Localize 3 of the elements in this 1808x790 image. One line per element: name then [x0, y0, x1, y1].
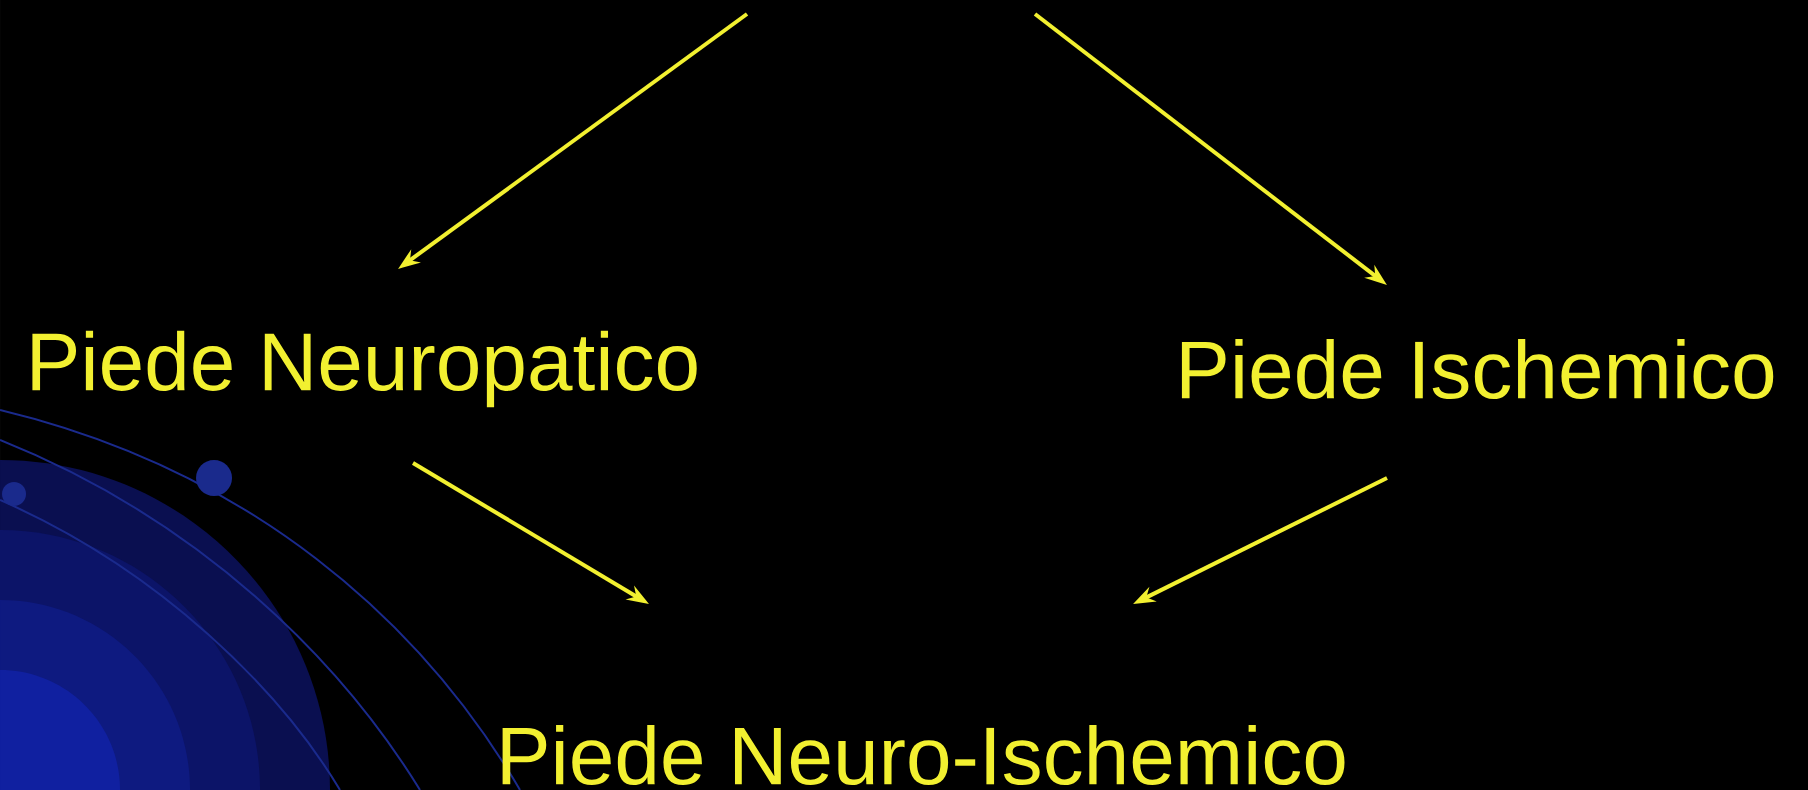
node-label: Piede Neuropatico	[32, 330, 697, 408]
node-label: Piede Neuro-Ischemico	[502, 724, 1345, 786]
node-label: Piede Ischemico	[1181, 338, 1774, 400]
